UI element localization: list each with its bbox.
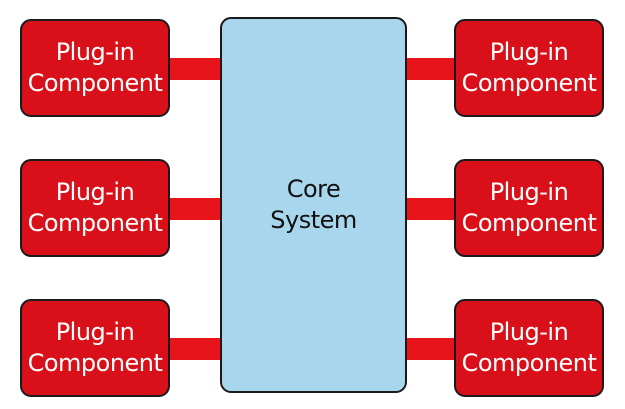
plugin-label-line2: Component bbox=[27, 69, 163, 97]
plugin-label-line2: Component bbox=[461, 209, 597, 237]
core-system-box: Core System bbox=[220, 17, 407, 393]
plugin-component-left-bottom: Plug-in Component bbox=[20, 299, 170, 397]
plugin-label-line1: Plug-in bbox=[55, 38, 135, 66]
connector-left-bottom bbox=[168, 338, 224, 360]
plugin-label-line1: Plug-in bbox=[489, 318, 569, 346]
plugin-label-line2: Component bbox=[461, 349, 597, 377]
core-label-line2: System bbox=[270, 206, 357, 234]
plugin-label-line2: Component bbox=[27, 209, 163, 237]
plugin-component-right-middle: Plug-in Component bbox=[454, 159, 604, 257]
plugin-label-line1: Plug-in bbox=[55, 318, 135, 346]
plugin-label-line1: Plug-in bbox=[489, 178, 569, 206]
plugin-label-line1: Plug-in bbox=[489, 38, 569, 66]
plugin-component-left-top: Plug-in Component bbox=[20, 19, 170, 117]
plugin-label-line2: Component bbox=[27, 349, 163, 377]
plugin-label-line2: Component bbox=[461, 69, 597, 97]
connector-right-top bbox=[403, 58, 458, 80]
connector-right-middle bbox=[403, 198, 458, 220]
connector-left-top bbox=[168, 58, 224, 80]
connector-right-bottom bbox=[403, 338, 458, 360]
core-label-line1: Core bbox=[286, 175, 341, 203]
plugin-label-line1: Plug-in bbox=[55, 178, 135, 206]
plugin-component-right-top: Plug-in Component bbox=[454, 19, 604, 117]
plugin-component-right-bottom: Plug-in Component bbox=[454, 299, 604, 397]
connector-left-middle bbox=[168, 198, 224, 220]
plugin-component-left-middle: Plug-in Component bbox=[20, 159, 170, 257]
